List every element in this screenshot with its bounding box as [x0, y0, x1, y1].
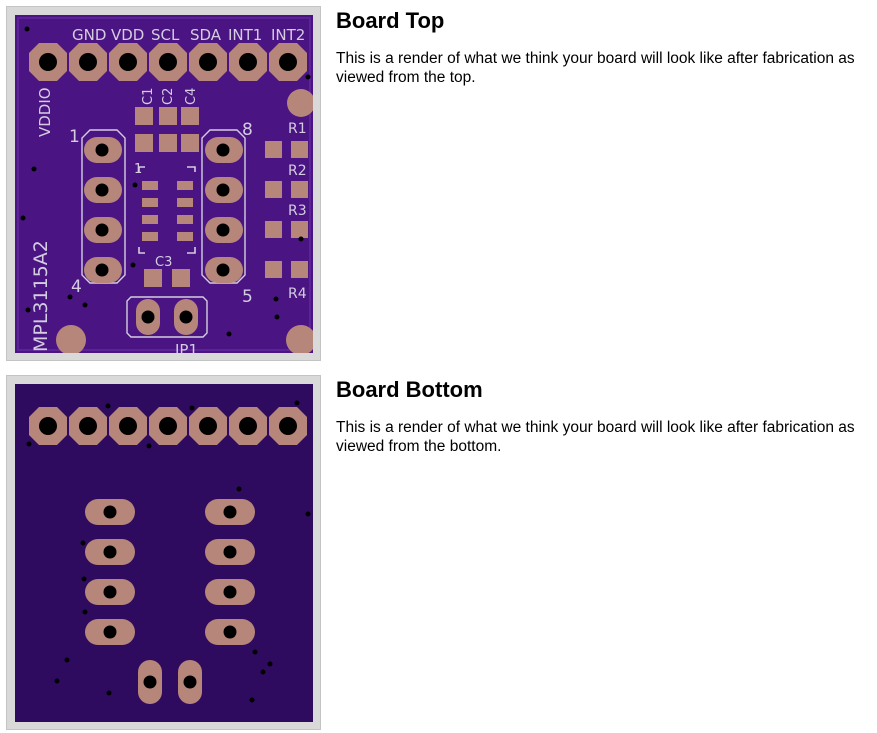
- header-label-scl: SCL: [151, 26, 180, 44]
- header-label-int1: INT1: [228, 26, 262, 44]
- jumper-jp1: [126, 296, 208, 338]
- c3-pads: [144, 269, 190, 287]
- pin-number-8: 8: [242, 120, 253, 140]
- jumper-pads: [138, 660, 202, 704]
- cap-label-c3: C3: [155, 255, 172, 270]
- header-label-vdd: VDD: [111, 26, 144, 44]
- header-label-sda: SDA: [190, 26, 222, 44]
- right-dip-outline: [201, 129, 246, 284]
- pin-number-4: 4: [71, 277, 82, 297]
- board-bottom-caption: Board Bottom This is a render of what we…: [336, 376, 876, 456]
- right-pads: [205, 499, 255, 645]
- header-pads: [29, 407, 307, 445]
- board-top-title: Board Top: [336, 8, 445, 33]
- resistor-pads: [265, 141, 308, 278]
- resistor-label-r1: R1: [288, 121, 307, 137]
- board-top-caption: Board Top This is a render of what we th…: [336, 7, 876, 87]
- cap-pads: [135, 107, 199, 152]
- board-bottom-render: [15, 384, 313, 722]
- left-dip-pads: [84, 137, 122, 283]
- board-edge: [17, 17, 311, 351]
- ic-pin1-marker: 1: [134, 162, 142, 177]
- mounting-holes: [56, 89, 313, 353]
- vddio-label: VDDIO: [36, 87, 54, 137]
- resistor-label-r3: R3: [288, 203, 307, 219]
- header-label-int2: INT2: [271, 26, 305, 44]
- board-top-frame: GND VDD SCL SDA INT1 INT2 VDDIO MPL3115A…: [6, 6, 321, 361]
- chip-label: MPL3115A2: [30, 240, 52, 352]
- vias: [26, 400, 311, 703]
- right-dip-pads: [205, 137, 243, 283]
- left-pads: [85, 499, 135, 645]
- ic-footprint: [138, 166, 196, 254]
- header-label-gnd: GND: [72, 26, 106, 44]
- vias: [20, 26, 311, 337]
- resistor-label-r4: R4: [288, 286, 307, 302]
- board-bottom-description: This is a render of what we think your b…: [336, 419, 855, 455]
- board-bottom-title: Board Bottom: [336, 377, 483, 402]
- pin-number-1: 1: [69, 127, 80, 147]
- cap-label-c4: C4: [184, 88, 199, 105]
- cap-label-c2: C2: [161, 88, 176, 105]
- cap-label-c1: C1: [141, 88, 156, 105]
- left-dip-outline: [81, 129, 126, 284]
- board-top-description: This is a render of what we think your b…: [336, 50, 855, 86]
- jumper-label: JP1: [174, 341, 198, 353]
- pin-number-5: 5: [242, 287, 253, 307]
- board-bottom-frame: [6, 375, 321, 730]
- resistor-label-r2: R2: [288, 163, 307, 179]
- board-top-render: GND VDD SCL SDA INT1 INT2 VDDIO MPL3115A…: [15, 15, 313, 353]
- header-pads: [29, 43, 307, 81]
